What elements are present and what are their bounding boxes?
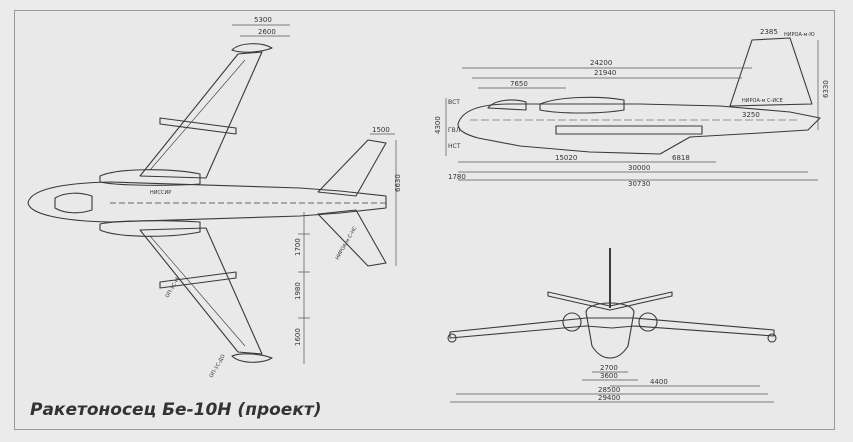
upper-wing-spar	[149, 59, 246, 171]
label-nst: НСТ	[448, 143, 461, 150]
dim-5300: 5300	[254, 16, 272, 24]
label-gvl: ГВЛ	[448, 127, 460, 134]
label-niroa-yu: НИРОА-м-Ю	[784, 32, 815, 38]
dim-7650: 7650	[510, 80, 528, 88]
dim-6818: 6818	[672, 154, 690, 162]
dim-30730: 30730	[628, 180, 650, 188]
dim-1980: 1980	[294, 282, 302, 300]
label-op1sm: ОП-1С-М	[165, 277, 181, 299]
missile-side	[555, 125, 703, 135]
dim-4400: 4400	[650, 378, 668, 386]
label-nissir: НИССИР	[150, 190, 171, 196]
top-view	[27, 24, 397, 364]
lower-wing	[139, 227, 263, 355]
dim-24200: 24200	[590, 59, 612, 67]
lower-tailplane	[317, 209, 387, 267]
lower-missile	[159, 271, 237, 289]
dim-1500: 1500	[372, 126, 390, 134]
left-float-front	[447, 333, 457, 343]
hull-side	[457, 103, 821, 155]
fuselage-plan	[27, 181, 387, 223]
upper-tailplane	[317, 139, 387, 197]
dim-3600: 3600	[600, 372, 618, 380]
lower-wingtip-float	[231, 353, 273, 363]
wing-front	[449, 317, 775, 339]
cockpit-canopy	[54, 192, 93, 214]
dim-21940: 21940	[594, 69, 616, 77]
dim-30000: 30000	[628, 164, 650, 172]
vertical-fin	[729, 37, 813, 107]
dim-6630: 6630	[394, 174, 402, 192]
label-op1sdo: ОП-1С-ДО	[209, 354, 227, 379]
lower-wing-spar	[149, 235, 246, 347]
dim-1780: 1780	[448, 173, 466, 181]
dim-2700: 2700	[600, 364, 618, 372]
label-vst: ВСТ	[448, 99, 460, 106]
drawing-caption: Ракетоносец Бе-10Н (проект)	[30, 400, 322, 420]
cockpit-side	[487, 99, 527, 111]
dim-4300: 4300	[434, 116, 442, 134]
upper-missile	[159, 117, 237, 135]
dim-3250: 3250	[742, 111, 760, 119]
tailplane-front	[547, 291, 673, 311]
left-engine-front	[562, 312, 582, 332]
right-float-front	[767, 333, 777, 343]
dim-1600: 1600	[294, 328, 302, 346]
upper-wingtip-float	[231, 43, 273, 53]
front-view	[447, 248, 777, 403]
dim-28500: 28500	[598, 386, 620, 394]
hull-front	[585, 302, 635, 359]
dim-1700: 1700	[294, 238, 302, 256]
side-view	[445, 37, 821, 181]
dim-2600: 2600	[258, 28, 276, 36]
lower-engine-nacelle	[99, 220, 201, 237]
label-niroa-ise: НИРОА-м С-ИСЕ	[742, 98, 783, 104]
upper-wing	[139, 51, 263, 179]
upper-engine-nacelle	[99, 169, 201, 186]
drawing-frame	[14, 10, 835, 430]
dim-15020: 15020	[555, 154, 577, 162]
engine-side	[539, 96, 625, 114]
dim-2385: 2385	[760, 28, 778, 36]
dim-6330: 6330	[822, 80, 830, 98]
right-engine-front	[638, 312, 658, 332]
label-niroa-sns: НИРОА-м С-НС	[335, 225, 359, 261]
dim-29400: 29400	[598, 394, 620, 402]
